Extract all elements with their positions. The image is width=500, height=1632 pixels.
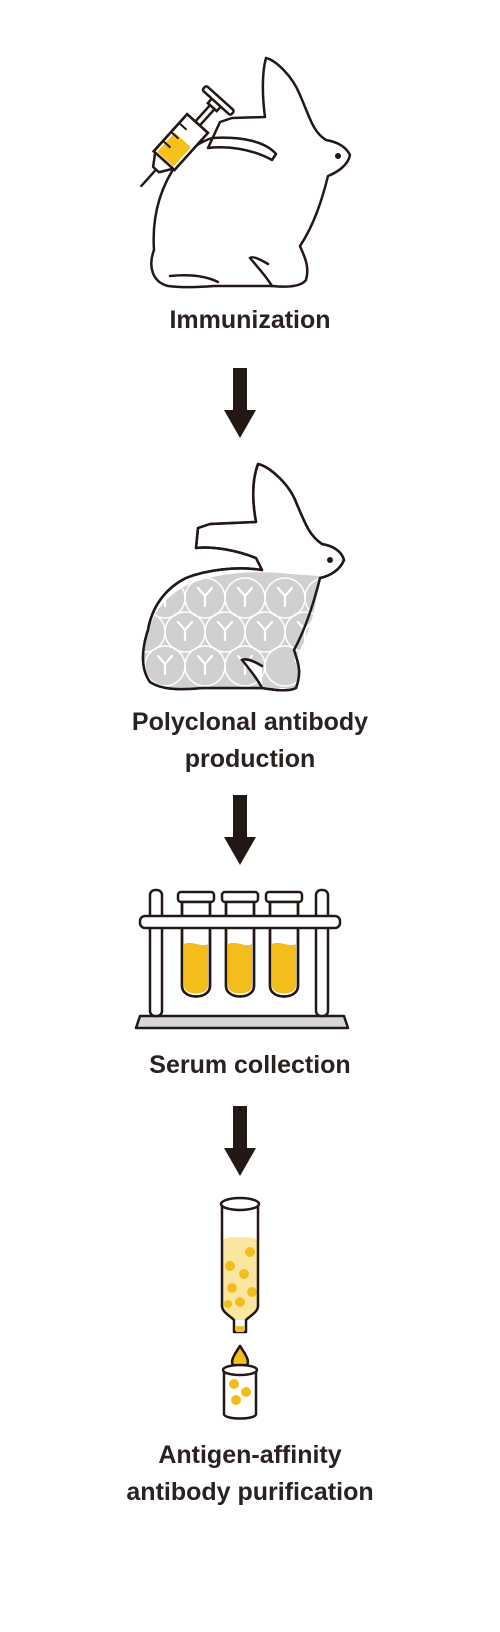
step-label-line: antibody purification: [126, 1478, 374, 1506]
step-label-polyclonal-production: Polyclonal antibody production: [0, 704, 500, 778]
affinity-column-icon: [219, 1196, 261, 1420]
step-label-line: Antigen-affinity: [158, 1441, 342, 1469]
arrow-down-icon: [224, 795, 256, 865]
arrow-down-icon: [224, 1106, 256, 1176]
antibody-rabbit-icon: [141, 462, 346, 692]
step-label-line: Serum collection: [149, 1051, 351, 1079]
step-label-line: Immunization: [169, 306, 331, 334]
step-label-line: Polyclonal antibody: [131, 708, 369, 736]
step-label-affinity-purification: Antigen-affinity antibody purification: [0, 1437, 500, 1511]
test-tube-rack-icon: [134, 888, 350, 1030]
step-label-serum-collection: Serum collection: [0, 1047, 500, 1084]
syringe-rabbit-icon: [140, 56, 352, 289]
step-label-line: production: [184, 745, 316, 773]
arrow-down-icon: [224, 368, 256, 438]
step-label-immunization: Immunization: [0, 302, 500, 339]
